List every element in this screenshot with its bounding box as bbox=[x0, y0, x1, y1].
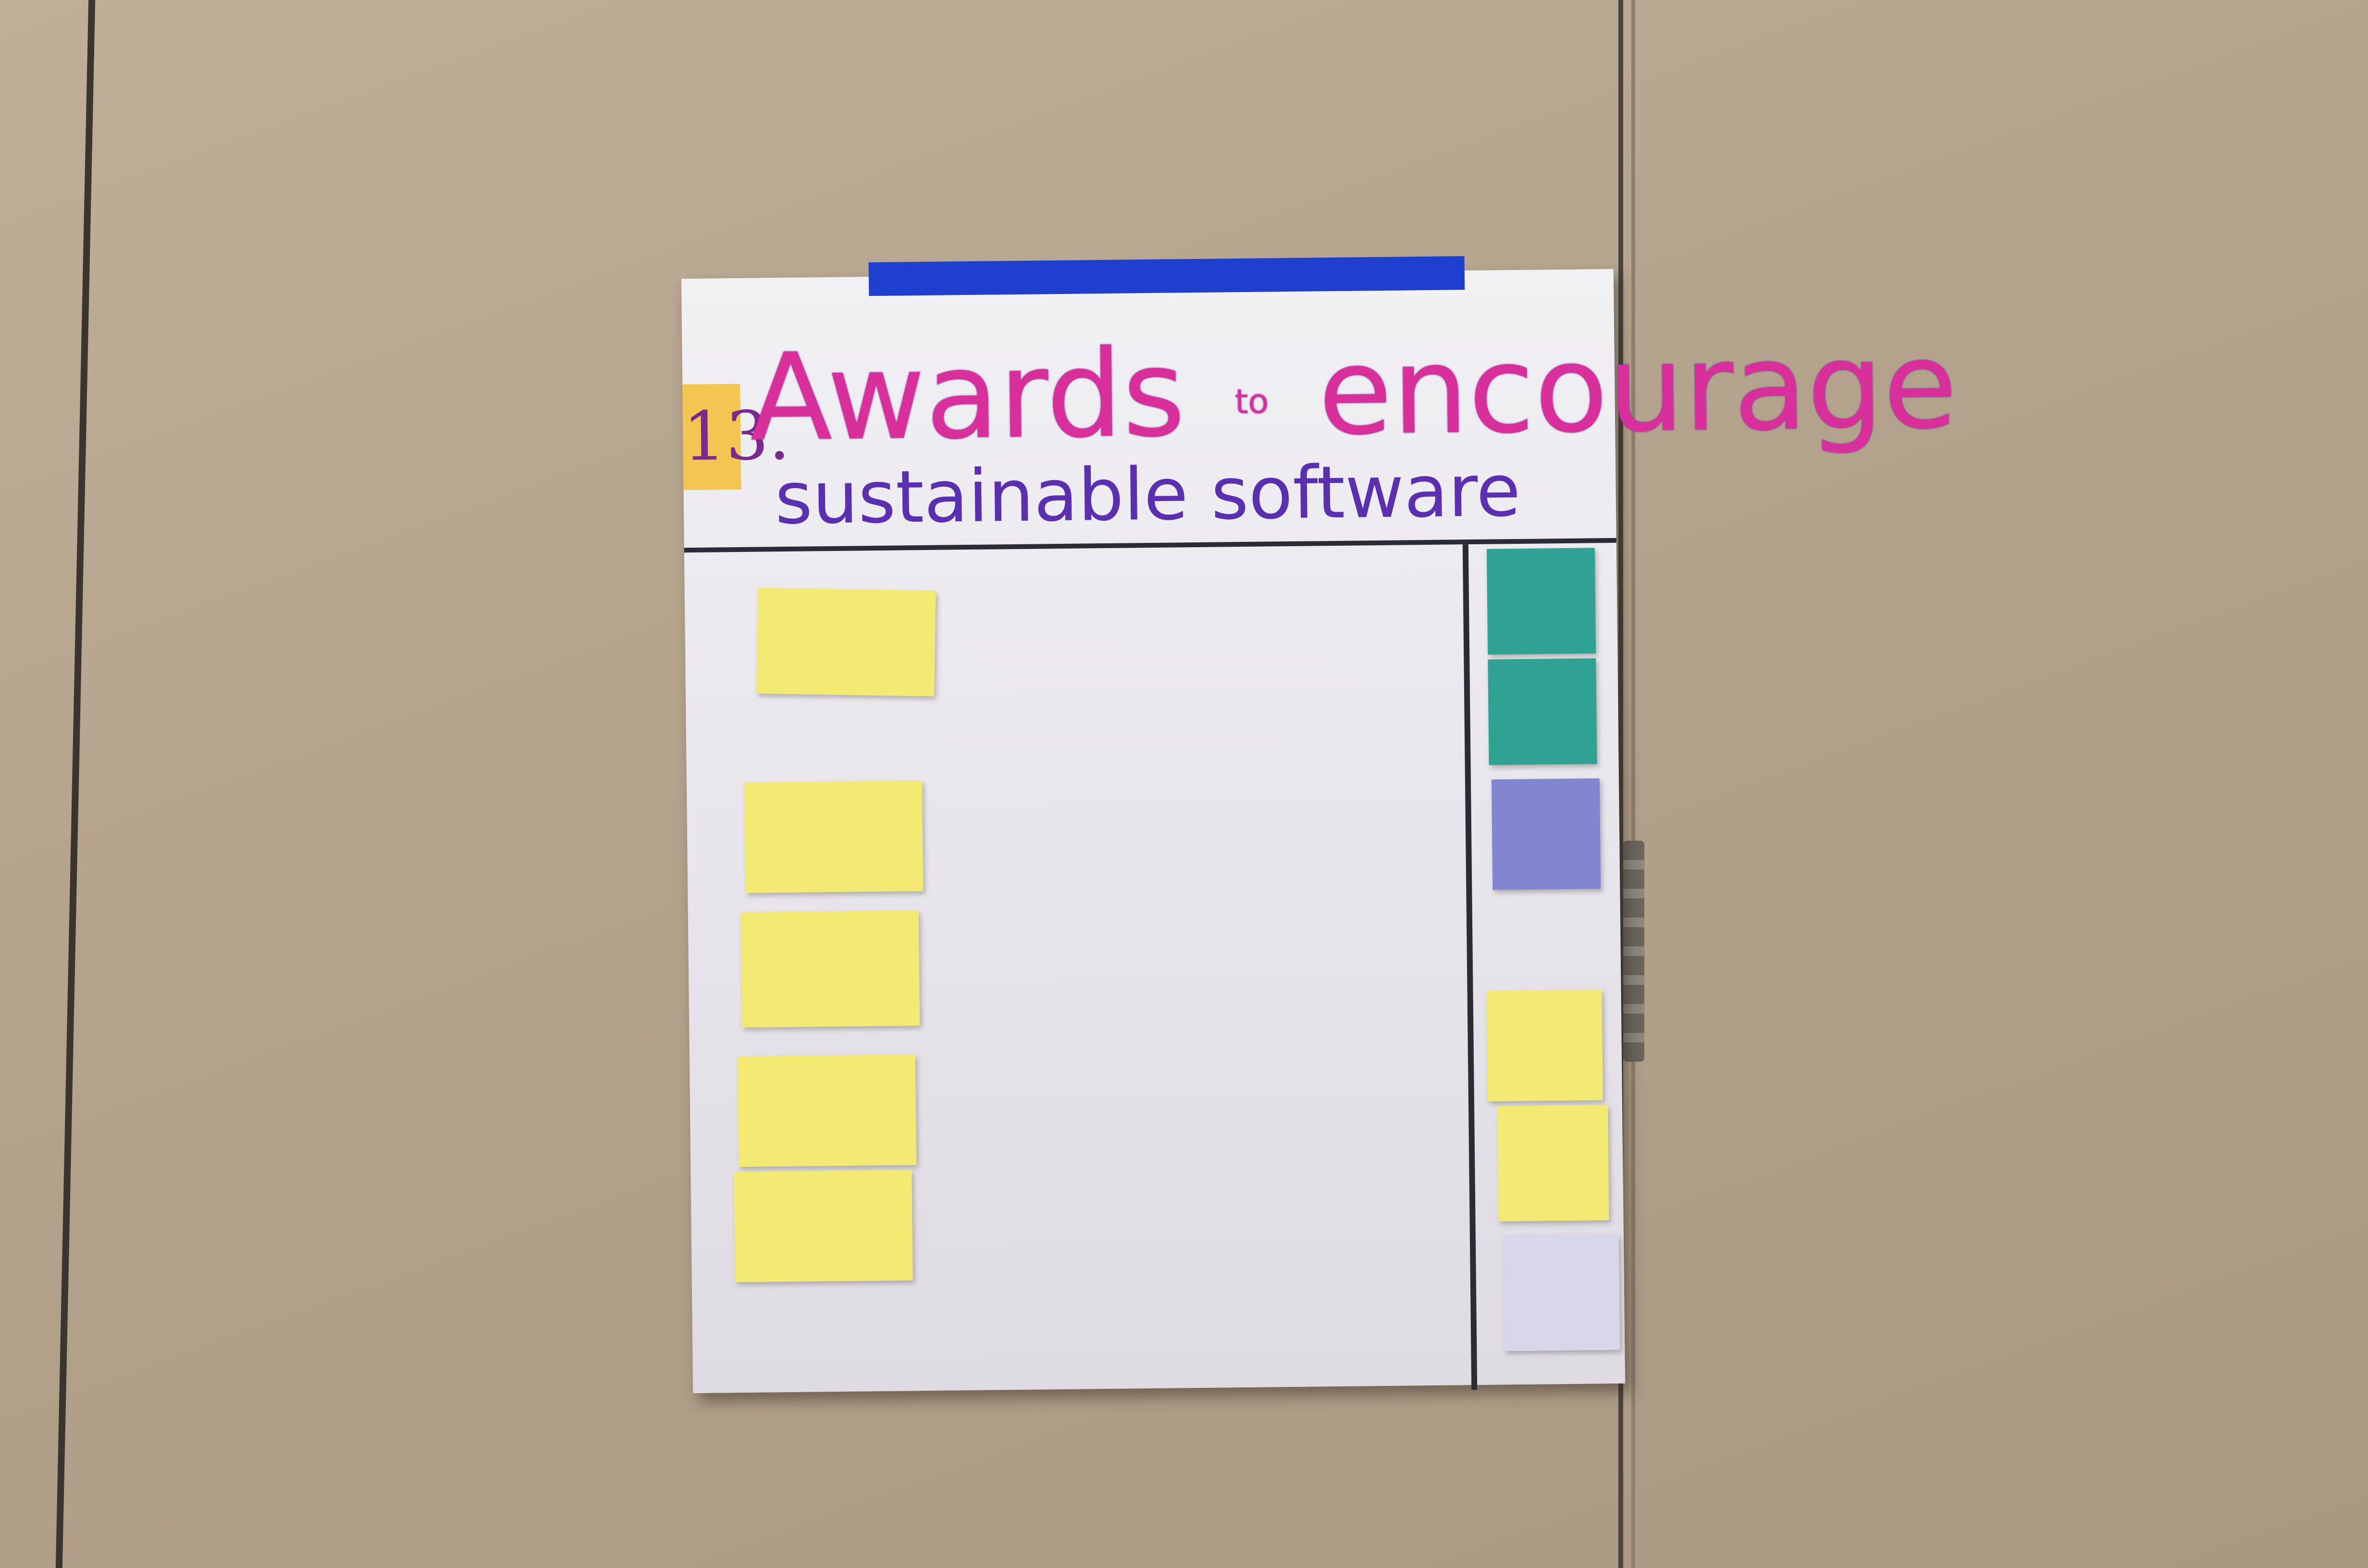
wall-seam-center-edge bbox=[1631, 0, 1635, 1568]
sticky-note-right-1 bbox=[1486, 548, 1596, 655]
wall-seam-left bbox=[55, 0, 96, 1568]
poster-title-connector: to bbox=[1234, 381, 1269, 421]
poster-title-word-encourage: encourage bbox=[1318, 315, 1958, 462]
column-divider-line bbox=[1462, 544, 1478, 1390]
sticky-note-right-3 bbox=[1491, 778, 1601, 890]
sticky-note-left-3 bbox=[740, 910, 920, 1028]
sticky-note-left-4 bbox=[737, 1054, 917, 1167]
wall-hinge bbox=[1623, 841, 1644, 1062]
poster-title-word-awards: Awards bbox=[749, 323, 1186, 468]
sticky-note-left-5 bbox=[734, 1170, 913, 1283]
flipchart-paper: 13. Awards to encourage sustainable soft… bbox=[681, 256, 1958, 1394]
sticky-note-right-4 bbox=[1486, 990, 1603, 1102]
sticky-note-right-5 bbox=[1497, 1105, 1609, 1222]
poster-number: 13. bbox=[682, 383, 790, 490]
sticky-note-right-2 bbox=[1488, 658, 1597, 765]
wall-seam-center bbox=[1618, 0, 1623, 1568]
poster-subtitle: sustainable software bbox=[774, 449, 1521, 541]
sticky-note-right-6 bbox=[1503, 1234, 1620, 1351]
blue-tape bbox=[868, 256, 1465, 296]
sticky-note-left-1 bbox=[756, 588, 936, 697]
sticky-note-left-2 bbox=[744, 781, 924, 893]
